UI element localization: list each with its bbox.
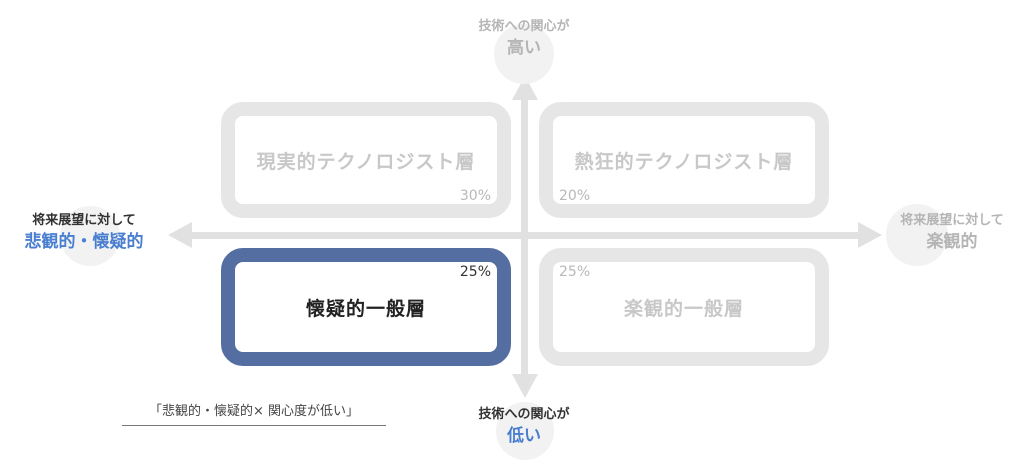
arrow-left-icon: [168, 222, 192, 248]
pole-top: 技術への関心が 高い: [454, 18, 594, 60]
quadrant-bottom-left: 懐疑的一般層 25%: [221, 248, 511, 366]
quadrant-percent: 25%: [459, 264, 491, 280]
pole-bottom-backdrop: [496, 402, 554, 460]
vertical-axis: [521, 96, 528, 386]
quadrant-title: 懐疑的一般層: [305, 297, 426, 320]
quadrant-title: 現実的テクノロジスト層: [256, 150, 476, 173]
pole-left-line1: 将来展望に対して: [32, 213, 136, 228]
quadrant-percent: 20%: [559, 188, 591, 204]
pole-left: 将来展望に対して 悲観的・懐疑的: [4, 212, 164, 254]
quadrant-title: 楽観的一般層: [623, 297, 744, 320]
pole-top-backdrop: [494, 24, 554, 84]
pole-left-backdrop: [60, 206, 120, 266]
quadrant-percent: 30%: [459, 188, 491, 204]
pole-bottom-line1: 技術への関心が: [478, 407, 570, 422]
quadrant-bottom-right: 楽観的一般層 25%: [539, 248, 829, 366]
quadrant-title: 熱狂的テクノロジスト層: [574, 150, 794, 173]
pole-bottom: 技術への関心が 低い: [454, 406, 594, 448]
arrow-down-icon: [512, 374, 538, 398]
quadrant-percent: 25%: [559, 264, 591, 280]
pole-top-line2: 高い: [507, 38, 541, 58]
pole-right-line1: 将来展望に対して: [900, 213, 1004, 228]
pole-right-line2: 楽観的: [926, 232, 978, 252]
arrow-right-icon: [858, 222, 882, 248]
pole-top-line1: 技術への関心が: [478, 19, 570, 34]
pole-left-line2: 悲観的・懐疑的: [24, 232, 144, 252]
pole-right: 将来展望に対して 楽観的: [884, 212, 1020, 254]
pole-right-backdrop: [886, 204, 948, 266]
quadrant-top-right: 熱狂的テクノロジスト層 20%: [539, 102, 829, 218]
caption: 「悲観的・懐疑的× 関心度が低い」: [122, 400, 386, 426]
pole-bottom-line2: 低い: [507, 426, 541, 446]
quadrant-top-left: 現実的テクノロジスト層 30%: [221, 102, 511, 218]
